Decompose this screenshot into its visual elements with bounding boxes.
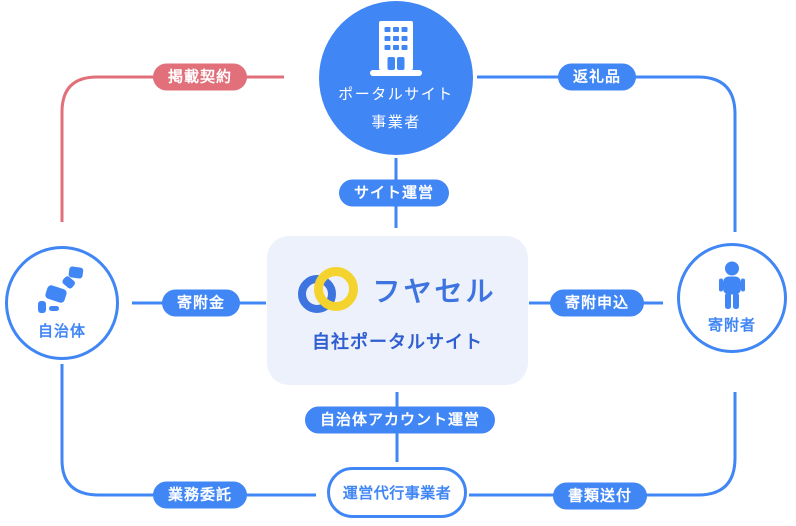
fuyaseru-logo: フヤセル: [298, 267, 496, 313]
donor-label: 寄附者: [707, 317, 756, 334]
edge-label-henreihin: 返礼品: [557, 63, 637, 91]
node-agency: 運営代行事業者: [327, 467, 467, 518]
edge-henreihin-line: [477, 75, 737, 232]
node-own-portal-site: フヤセル 自社ポータルサイト: [267, 236, 528, 385]
japan-map-icon: [38, 266, 84, 313]
portal-operator-label-line1: ポータルサイト: [338, 85, 454, 103]
edge-label-keisai-keiyaku: 掲載契約: [152, 63, 248, 91]
node-municipality: 自治体: [5, 246, 119, 360]
edge-label-gyomu-itaku: 業務委託: [152, 481, 248, 509]
edge-label-shorui-sofu: 書類送付: [552, 482, 648, 510]
edge-shorui-sofu-line: [469, 392, 737, 497]
municipality-label: 自治体: [37, 323, 86, 340]
node-portal-operator: ポータルサイト 事業者: [319, 1, 473, 155]
edge-gyomu-itaku-line: [60, 364, 316, 497]
node-donor: 寄附者: [677, 243, 787, 353]
edge-label-site-unei: サイト運営: [338, 179, 450, 207]
portal-operator-label-line2: 事業者: [371, 114, 421, 131]
building-icon: [370, 20, 422, 76]
agency-label: 運営代行事業者: [342, 485, 452, 502]
edge-keisai-keiyaku-line: [60, 75, 284, 222]
logo-yellow-ring: [314, 267, 359, 311]
edge-label-account-unei: 自治体アカウント運営: [304, 406, 496, 434]
interlocking-rings-icon: [298, 267, 360, 313]
person-icon: [719, 261, 745, 309]
edge-label-kifukin: 寄附金: [161, 289, 241, 317]
own-portal-site-label: 自社ポータルサイト: [312, 332, 483, 352]
brand-name: フヤセル: [372, 276, 497, 307]
portal-operator-label: ポータルサイト 事業者: [338, 81, 454, 138]
edge-label-kifu-moshikomi: 寄附申込: [549, 289, 645, 317]
